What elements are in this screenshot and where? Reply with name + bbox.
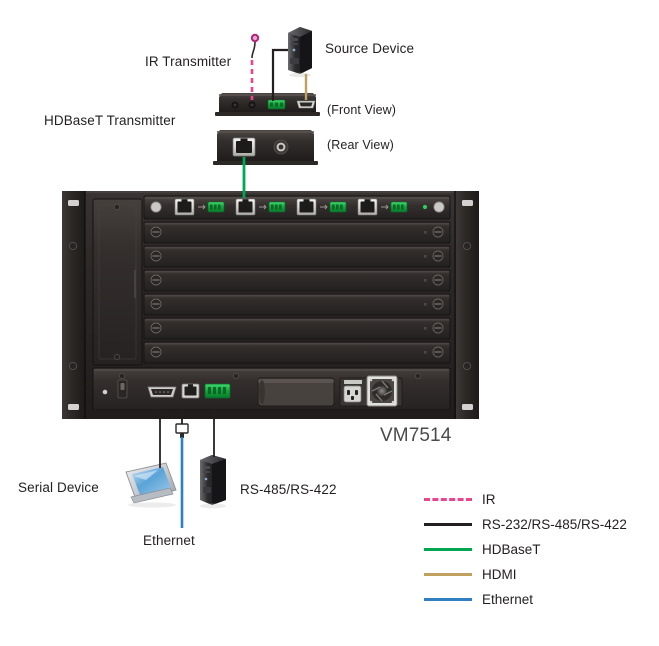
chassis-bottom-io-panel (92, 367, 451, 411)
chassis-card-slot-6[interactable] (143, 317, 451, 340)
transmitter-rj45-port (232, 137, 256, 157)
legend-label-hdbaset: HDBaseT (482, 542, 541, 557)
label-ethernet: Ethernet (143, 533, 195, 548)
transmitter-round-connector (273, 139, 289, 155)
chassis-card-slot-7[interactable] (143, 341, 451, 364)
label-rs485-rs422: RS-485/RS-422 (240, 482, 337, 497)
chassis-card-slot-5[interactable] (143, 293, 451, 316)
label-serial-device: Serial Device (18, 480, 99, 495)
port-group-1[interactable] (174, 198, 225, 216)
chassis-ethernet-rj45-port[interactable] (181, 383, 200, 399)
vm7514-chassis (62, 191, 479, 419)
legend: IR RS-232/RS-485/RS-422 HDBaseT HDMI Eth… (424, 489, 654, 614)
ir-transmitter-icon (250, 33, 260, 59)
label-hdbaset-transmitter: HDBaseT Transmitter (44, 113, 176, 128)
legend-item-rs232: RS-232/RS-485/RS-422 (424, 514, 654, 539)
label-rear-view: (Rear View) (327, 138, 394, 152)
chassis-empty-slots (143, 221, 451, 364)
serial-device-icon (125, 462, 177, 508)
legend-swatch-rs232 (424, 523, 472, 526)
legend-item-hdbaset: HDBaseT (424, 539, 654, 564)
chassis-card-slot-3[interactable] (143, 245, 451, 268)
label-product-model: VM7514 (380, 425, 452, 446)
port-group-2[interactable] (235, 198, 286, 216)
legend-label-hdmi: HDMI (482, 567, 517, 582)
legend-swatch-hdmi (424, 573, 472, 576)
chassis-terminal-block-port[interactable] (204, 383, 231, 399)
chassis-left-blank-panel (92, 198, 143, 366)
label-source-device: Source Device (325, 41, 415, 56)
cable-rs232-source (271, 48, 288, 101)
legend-item-ethernet: Ethernet (424, 589, 654, 614)
chassis-power-inlet (339, 375, 403, 407)
legend-swatch-ethernet (424, 598, 472, 601)
legend-label-ethernet: Ethernet (482, 592, 534, 607)
legend-item-hdmi: HDMI (424, 564, 654, 589)
chassis-card-slot-2[interactable] (143, 221, 451, 244)
port-group-4[interactable] (357, 198, 408, 216)
port-group-3[interactable] (296, 198, 347, 216)
rs485-device-icon (200, 455, 226, 509)
legend-label-rs232: RS-232/RS-485/RS-422 (482, 517, 627, 532)
legend-item-ir: IR (424, 489, 654, 514)
hdbaset-transmitter-front-view (215, 93, 320, 116)
legend-label-ir: IR (482, 492, 496, 507)
chassis-card-slot-4[interactable] (143, 269, 451, 292)
chassis-card-slot-1[interactable] (143, 195, 451, 220)
chassis-serial-db9-port[interactable] (147, 386, 177, 398)
label-ir-transmitter: IR Transmitter (145, 54, 232, 69)
label-front-view: (Front View) (327, 103, 397, 117)
hdbaset-transmitter-rear-view (213, 130, 318, 165)
legend-swatch-hdbaset (424, 548, 472, 551)
legend-swatch-ir (424, 498, 472, 501)
